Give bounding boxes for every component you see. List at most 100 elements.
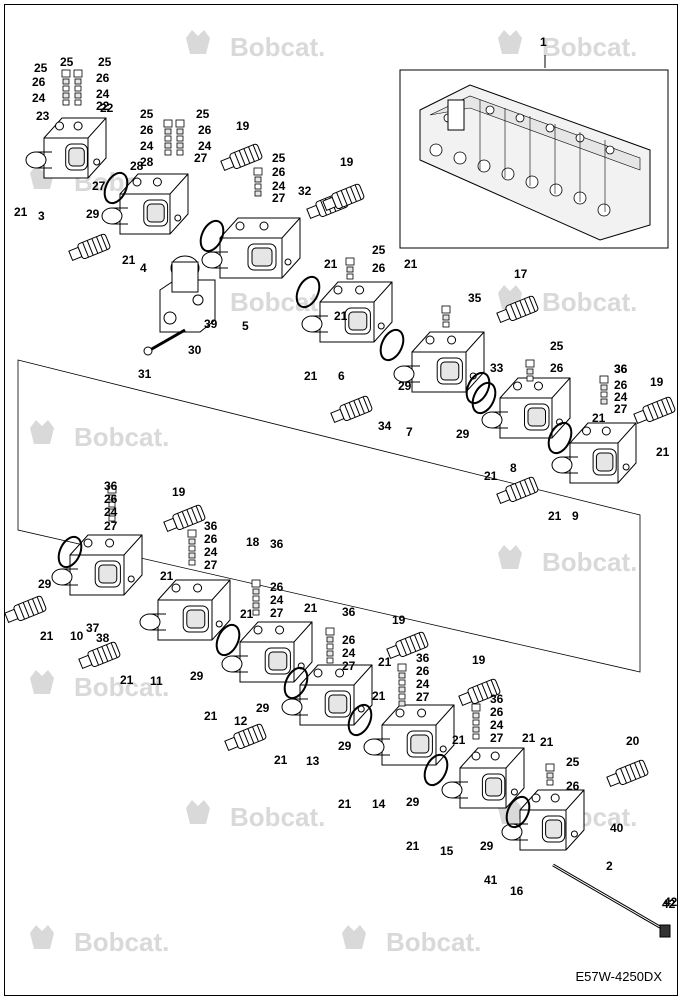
callout-29: 29 xyxy=(190,669,204,683)
cartridge-20 xyxy=(606,759,649,788)
o-ring xyxy=(57,535,83,569)
callout-29: 29 xyxy=(338,739,352,753)
plug-stack xyxy=(441,305,451,328)
callout-36: 36 xyxy=(416,651,430,665)
callout-21: 21 xyxy=(372,689,386,703)
valve-section-8 xyxy=(481,377,571,439)
callout-27: 27 xyxy=(272,191,286,205)
callout-26: 26 xyxy=(416,664,430,678)
plug-stack xyxy=(163,119,173,156)
callout-36: 36 xyxy=(614,362,628,376)
callout-21: 21 xyxy=(548,509,562,523)
callout-26: 26 xyxy=(198,123,212,137)
callout-21: 21 xyxy=(338,797,352,811)
callout-30: 30 xyxy=(188,343,202,357)
valve-section-16 xyxy=(501,789,585,851)
watermark-text: Bobcat. xyxy=(230,802,325,832)
callout-29: 29 xyxy=(398,379,412,393)
valve-section-14 xyxy=(363,704,455,766)
callout-24: 24 xyxy=(140,139,154,153)
callout-21: 21 xyxy=(274,753,288,767)
callout-29: 29 xyxy=(86,207,100,221)
callout-36: 36 xyxy=(490,692,504,706)
callout-2: 2 xyxy=(606,859,613,873)
callout-39: 39 xyxy=(204,317,218,331)
valve-section-12 xyxy=(221,621,313,683)
callout-38: 38 xyxy=(96,631,110,645)
callout-13: 13 xyxy=(306,754,320,768)
callout-29: 29 xyxy=(406,795,420,809)
callout-19: 19 xyxy=(650,375,664,389)
cartridge-19 xyxy=(163,504,206,533)
callout-21: 21 xyxy=(122,253,136,267)
cartridge-17 xyxy=(330,395,373,424)
o-ring xyxy=(103,171,129,205)
callout-25: 25 xyxy=(98,55,112,69)
callout-36: 36 xyxy=(204,519,218,533)
callout-21: 21 xyxy=(120,673,134,687)
callout-15: 15 xyxy=(440,844,454,858)
callout-28: 28 xyxy=(140,155,154,169)
plug-stack xyxy=(73,69,83,106)
valve-section-5 xyxy=(201,217,301,279)
callout-21: 21 xyxy=(484,469,498,483)
callout-21: 21 xyxy=(240,607,254,621)
callout-35: 35 xyxy=(468,291,482,305)
tie-rod xyxy=(552,863,671,938)
o-ring xyxy=(505,795,531,829)
callout-27: 27 xyxy=(614,402,628,416)
cartridge-19 xyxy=(220,143,263,172)
watermark-text: Bobcat. xyxy=(230,32,325,62)
callout-26: 26 xyxy=(96,71,110,85)
callout-21: 21 xyxy=(656,445,670,459)
cartridge-19 xyxy=(4,595,47,624)
callout-31: 31 xyxy=(138,367,152,381)
cartridge-19 xyxy=(386,631,429,660)
o-ring xyxy=(547,421,573,455)
callout-29: 29 xyxy=(456,427,470,441)
valve-block-30 xyxy=(159,255,216,333)
callout-19: 19 xyxy=(340,155,354,169)
callout-26: 26 xyxy=(32,75,46,89)
cartridge-19 xyxy=(68,233,111,262)
callout-21: 21 xyxy=(452,733,466,747)
callout-24: 24 xyxy=(204,545,218,559)
callout-26: 26 xyxy=(104,492,118,506)
drawing-frame xyxy=(4,4,678,996)
callout-36: 36 xyxy=(104,479,118,493)
assembled-valve-inset xyxy=(399,69,669,249)
valve-section-10 xyxy=(51,534,143,596)
callout-32: 32 xyxy=(298,184,312,198)
watermark-text: Bobcat. xyxy=(542,32,637,62)
o-ring xyxy=(423,753,449,787)
callout-36: 36 xyxy=(614,362,628,376)
callout-36: 36 xyxy=(270,537,284,551)
callout-27: 27 xyxy=(92,179,106,193)
callout-21: 21 xyxy=(334,309,348,323)
o-ring xyxy=(199,219,225,253)
callout-23: 23 xyxy=(36,109,50,123)
cartridge-17 xyxy=(496,295,539,324)
callout-21: 21 xyxy=(540,735,554,749)
callout-labels: 1234567891011121314151617181920212223242… xyxy=(14,35,678,911)
o-ring xyxy=(347,703,373,737)
callout-5: 5 xyxy=(242,319,249,333)
callout-24: 24 xyxy=(614,390,628,404)
callout-26: 26 xyxy=(566,779,580,793)
drawing-code: E57W-4250DX xyxy=(575,969,662,984)
callout-25: 25 xyxy=(140,107,154,121)
callout-21: 21 xyxy=(204,709,218,723)
plug-stack xyxy=(61,69,71,106)
callout-10: 10 xyxy=(70,629,84,643)
callout-21: 21 xyxy=(404,257,418,271)
callout-26: 26 xyxy=(342,633,356,647)
callout-36: 36 xyxy=(342,605,356,619)
callout-26: 26 xyxy=(490,705,504,719)
callout-29: 29 xyxy=(480,839,494,853)
bolt-31 xyxy=(143,328,186,356)
callout-24: 24 xyxy=(342,646,356,660)
callout-21: 21 xyxy=(522,731,536,745)
plug-stacks xyxy=(61,69,609,786)
callout-27: 27 xyxy=(342,659,356,673)
